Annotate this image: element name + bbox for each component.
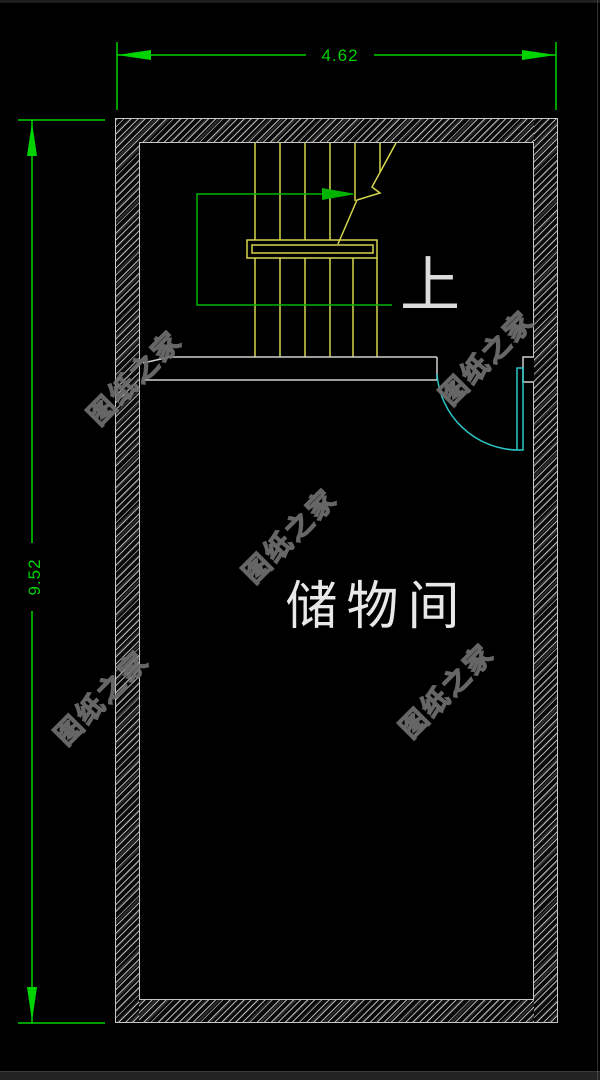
door (436, 367, 524, 451)
staircase-upper-flight (254, 143, 381, 240)
wall-hatch-right (534, 119, 557, 1022)
direction-arrow (322, 188, 356, 200)
left-dimension-label: 9.52 (25, 543, 45, 611)
room-label: 储物间 (285, 578, 469, 636)
top-dimension-label: 4.62 (306, 46, 374, 66)
wall-hatch-bottom (116, 1000, 557, 1022)
door-frame (522, 356, 534, 383)
door-leaf (516, 367, 524, 451)
dimension-arrow-right (522, 50, 556, 60)
dimension-arrow-down (27, 987, 37, 1021)
top-edge-strip (0, 0, 600, 3)
stair-handrail (246, 239, 378, 259)
door-swing-arc (436, 373, 518, 451)
landing-edge-lines (142, 356, 438, 381)
dimension-arrow-up (27, 122, 37, 156)
wall-outer-outline (115, 118, 558, 1023)
wall-hatch-top (116, 119, 557, 142)
bottom-edge-strip (0, 1071, 600, 1080)
right-edge-line (597, 0, 598, 1080)
dimension-arrow-left (117, 50, 151, 60)
staircase-lower-flight (254, 258, 378, 357)
stair-direction-path (196, 188, 392, 306)
wall-hatch-left (116, 119, 139, 1022)
stair-direction-label: 上 (400, 252, 460, 319)
stair-break-line (337, 142, 397, 245)
wall-inner-outline (139, 142, 534, 1000)
